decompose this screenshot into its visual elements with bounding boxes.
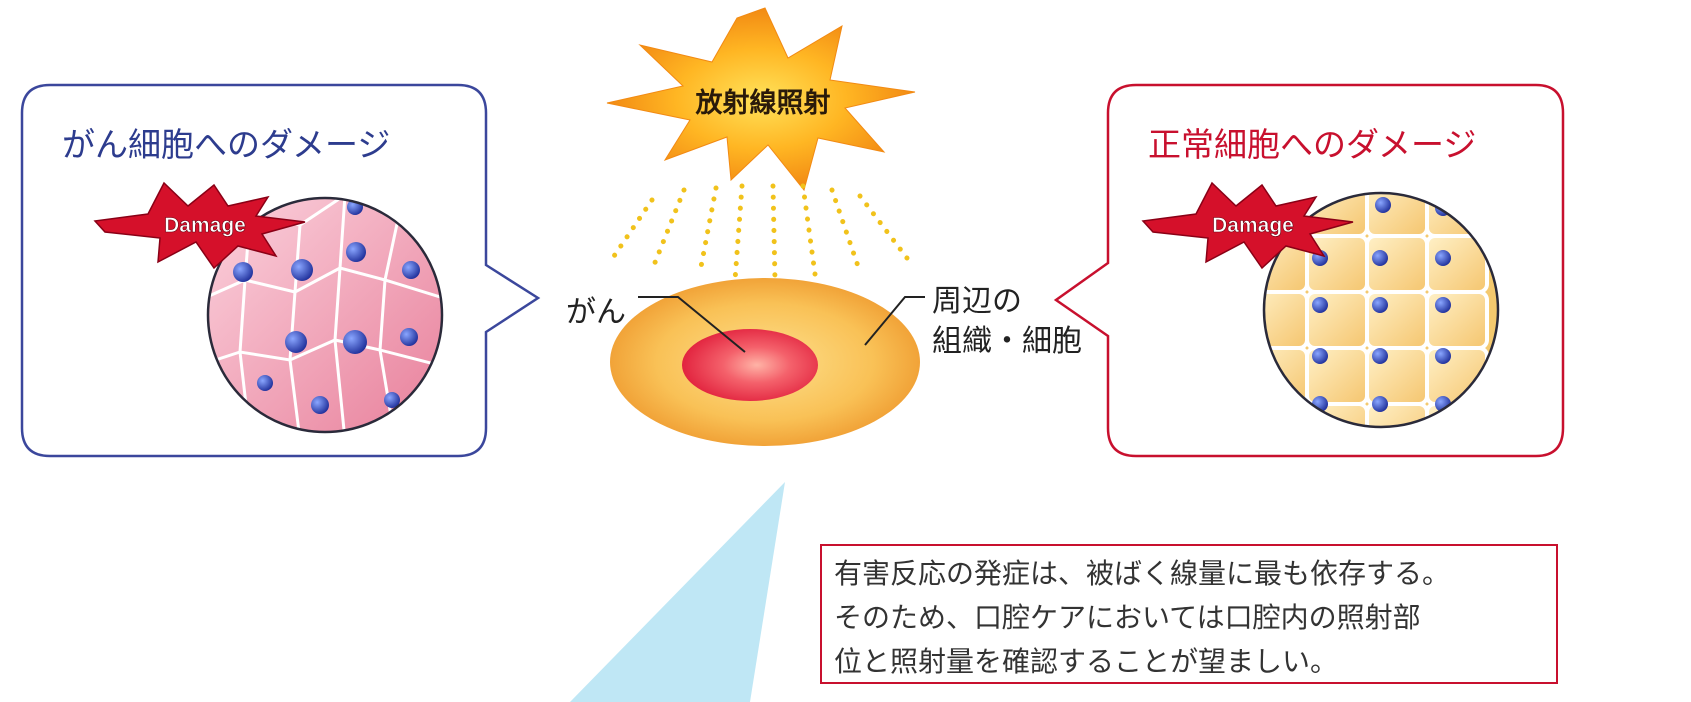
note-box: 有害反応の発症は、被ばく線量に最も依存する。 そのため、口腔ケアにおいては口腔内… <box>820 544 1558 684</box>
nucleus <box>384 392 400 408</box>
nucleus <box>343 330 367 354</box>
nucleus <box>233 262 253 282</box>
tumor <box>682 329 818 401</box>
note-line-1: 有害反応の発症は、被ばく線量に最も依存する。 <box>834 557 1451 590</box>
tissue-leader-line <box>864 296 925 346</box>
damage-burst-left: Damage <box>93 181 306 270</box>
svg-text:Damage: Damage <box>164 214 246 237</box>
svg-text:Damage: Damage <box>1212 214 1294 237</box>
tissue-label-line2: 組織・細胞 <box>932 324 1082 359</box>
nucleus <box>1312 348 1328 364</box>
nucleus <box>285 331 307 353</box>
nucleus <box>1372 297 1388 313</box>
nucleus <box>1435 297 1451 313</box>
nucleus <box>400 328 418 346</box>
radiation-rays <box>607 183 913 283</box>
radiation-burst-icon: 放射線照射 <box>606 7 916 192</box>
callout-wedge <box>570 482 785 702</box>
tissue-label: 周辺の 組織・細胞 <box>932 282 1082 362</box>
nucleus <box>291 259 313 281</box>
svg-text:放射線照射: 放射線照射 <box>695 87 831 119</box>
nucleus <box>311 396 329 414</box>
nucleus <box>1372 396 1388 412</box>
note-line-3: 位と照射量を確認することが望ましい。 <box>834 645 1339 678</box>
tumor-leader-line <box>638 296 746 353</box>
nucleus <box>1312 297 1328 313</box>
nucleus <box>1435 348 1451 364</box>
nucleus <box>1372 250 1388 266</box>
nucleus <box>1372 348 1388 364</box>
nucleus <box>1375 197 1391 213</box>
nucleus <box>1435 250 1451 266</box>
nucleus <box>402 261 420 279</box>
damage-burst-right: Damage <box>1141 181 1354 270</box>
nucleus <box>346 242 366 262</box>
nucleus <box>257 375 273 391</box>
right-panel-title: 正常細胞へのダメージ <box>1148 125 1477 164</box>
note-line-2: そのため、口腔ケアにおいては口腔内の照射部 <box>834 601 1421 634</box>
cancer-cell-circle <box>206 196 444 434</box>
left-panel-title: がん細胞へのダメージ <box>62 125 391 164</box>
tissue-label-line1: 周辺の <box>932 284 1022 319</box>
tumor-label: がん <box>566 295 626 330</box>
